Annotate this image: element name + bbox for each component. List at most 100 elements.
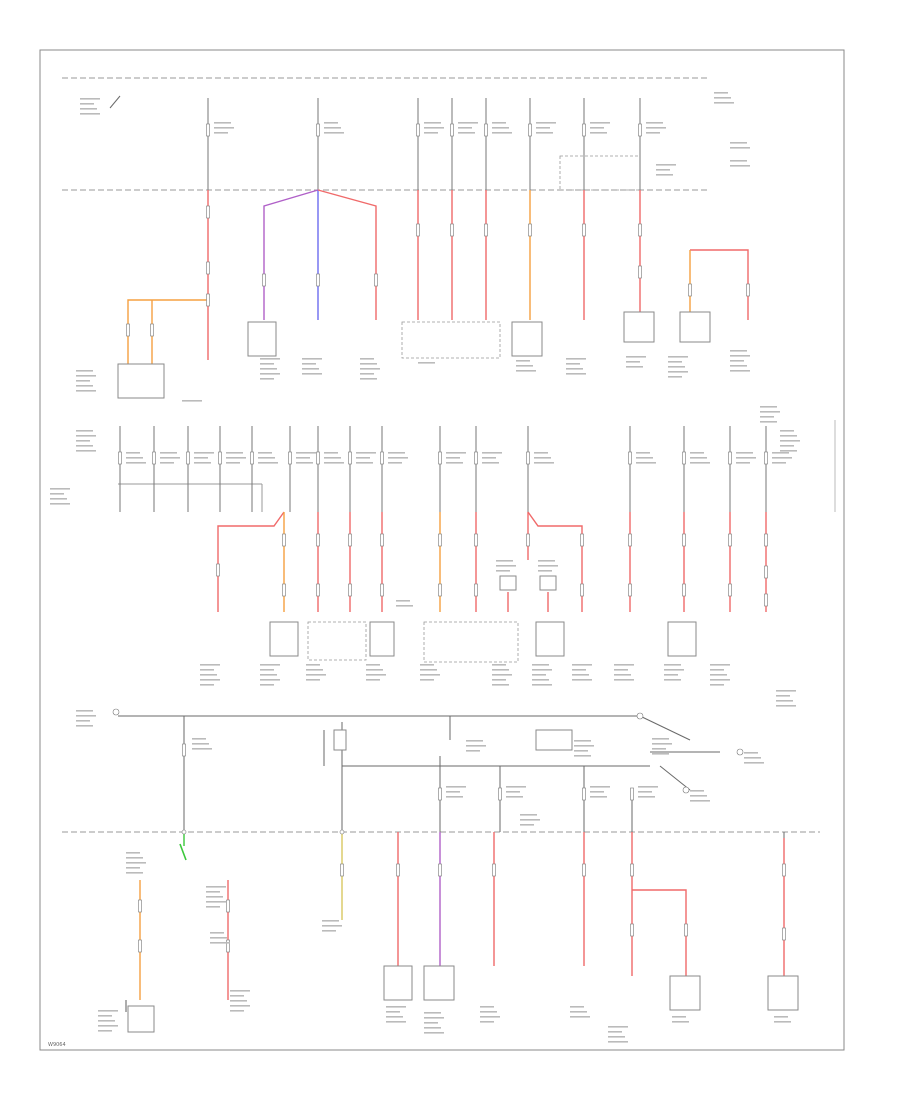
fuse-tick: [150, 323, 154, 337]
label-mark: [260, 373, 280, 375]
label-mark: [126, 452, 140, 454]
label-mark: [356, 457, 370, 459]
label-mark: [646, 122, 663, 124]
label-mark: [536, 132, 553, 134]
label-mark: [652, 743, 672, 745]
label-mark: [366, 674, 386, 676]
label-mark: [356, 462, 373, 464]
component-box: [535, 621, 565, 657]
label-mark: [690, 800, 710, 802]
fuse-tick: [764, 593, 768, 607]
label-mark: [780, 445, 794, 447]
label-mark: [652, 748, 666, 750]
label-mark: [260, 669, 274, 671]
label-mark: [458, 127, 472, 129]
label-mark: [492, 664, 506, 666]
label-mark: [366, 664, 380, 666]
fuse-tick: [438, 583, 442, 597]
label-mark: [656, 174, 673, 176]
label-mark: [626, 361, 640, 363]
label-mark: [780, 440, 800, 442]
fuse-tick: [526, 451, 530, 465]
label-mark: [532, 669, 552, 671]
label-mark: [646, 127, 666, 129]
label-mark: [538, 570, 552, 572]
fuse-tick: [206, 123, 210, 137]
wire: [527, 511, 583, 612]
fuse-tick: [682, 583, 686, 597]
label-mark: [480, 1006, 494, 1008]
fuse-tick: [282, 533, 286, 547]
fuse-tick: [380, 583, 384, 597]
label-mark: [98, 1020, 115, 1022]
label-mark: [76, 385, 93, 387]
component-box: [539, 575, 557, 591]
label-mark: [492, 122, 506, 124]
label-mark: [192, 738, 206, 740]
label-mark: [536, 127, 550, 129]
component-box: [767, 975, 799, 1011]
label-mark: [230, 995, 244, 997]
label-mark: [760, 406, 777, 408]
label-mark: [780, 450, 797, 452]
fuse-tick: [450, 123, 454, 137]
label-mark: [206, 896, 223, 898]
component-box: [269, 621, 299, 657]
label-mark: [296, 462, 313, 464]
label-mark: [482, 462, 499, 464]
label-mark: [160, 457, 180, 459]
label-mark: [98, 1025, 118, 1027]
label-mark: [780, 435, 797, 437]
label-mark: [182, 400, 202, 402]
component-box: [679, 311, 711, 343]
fuse-tick: [630, 863, 634, 877]
structural-wires: [109, 95, 785, 838]
fuse-tick: [348, 583, 352, 597]
fuse-tick: [288, 451, 292, 465]
label-mark: [420, 679, 434, 681]
label-mark: [386, 1006, 406, 1008]
fuse-tick: [416, 223, 420, 237]
label-mark: [608, 1031, 622, 1033]
label-mark: [200, 669, 214, 671]
component-boxes: [117, 311, 799, 1033]
label-mark: [324, 127, 341, 129]
label-mark: [570, 1016, 590, 1018]
label-mark: [366, 679, 380, 681]
label-mark: [200, 674, 217, 676]
label-mark: [80, 103, 94, 105]
fuse-tick: [764, 533, 768, 547]
fuse-tick: [316, 273, 320, 287]
connector-circles: [112, 708, 744, 835]
fuse-tick: [152, 451, 156, 465]
label-mark: [200, 664, 220, 666]
label-mark: [736, 452, 753, 454]
wire: [632, 889, 687, 976]
label-mark: [206, 886, 226, 888]
label-mark: [744, 762, 764, 764]
fuse-tick: [682, 451, 686, 465]
label-mark: [636, 457, 653, 459]
label-mark: [760, 411, 780, 413]
label-mark: [260, 368, 277, 370]
component-box: [383, 965, 413, 1001]
corner-label: W9064: [48, 1042, 66, 1048]
label-mark: [572, 674, 589, 676]
component-box: [535, 729, 573, 751]
label-mark: [126, 852, 140, 854]
label-mark: [50, 503, 70, 505]
label-mark: [76, 380, 90, 382]
label-mark: [566, 363, 580, 365]
label-mark: [210, 942, 230, 944]
fuse-tick: [126, 323, 130, 337]
label-mark: [126, 867, 140, 869]
label-mark: [572, 664, 592, 666]
label-mark: [214, 132, 228, 134]
label-mark: [366, 669, 383, 671]
component-box: [669, 975, 701, 1011]
label-mark: [506, 786, 526, 788]
label-mark: [126, 862, 146, 864]
label-mark: [492, 679, 506, 681]
label-mark: [126, 457, 143, 459]
label-mark: [424, 1012, 441, 1014]
